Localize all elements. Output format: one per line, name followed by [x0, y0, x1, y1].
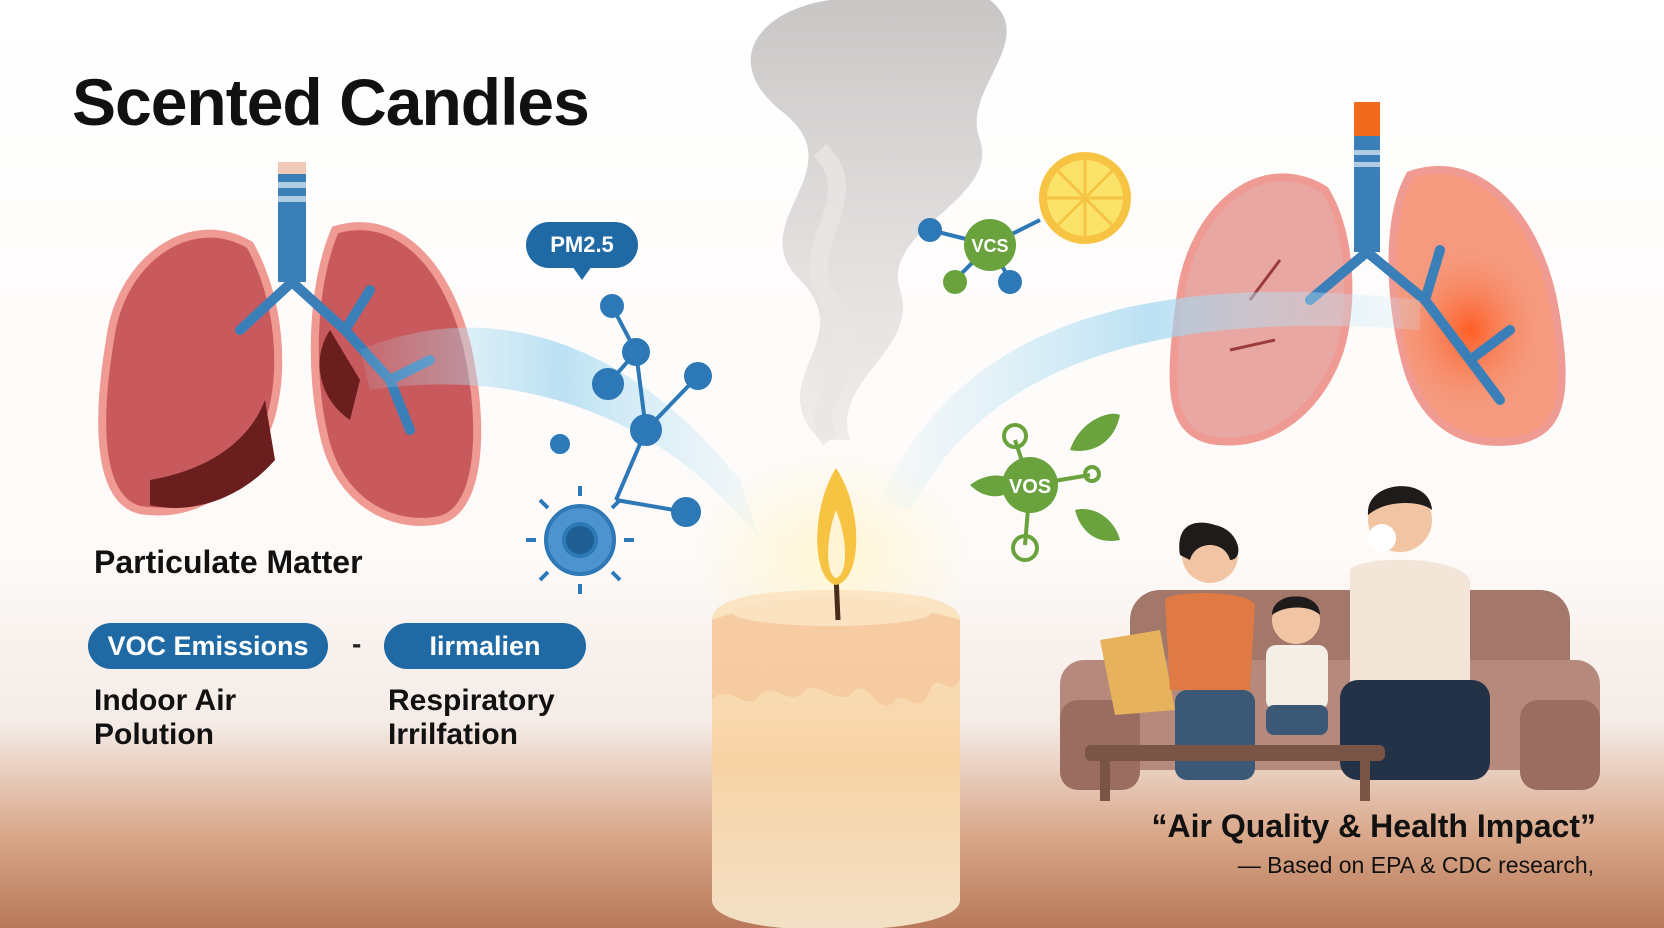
vcs-molecule [918, 218, 1041, 294]
family-on-sofa [1060, 486, 1600, 801]
pill-separator: - [352, 628, 362, 659]
candle [692, 450, 972, 928]
impact-quote: “Air Quality & Health Impact” [1151, 808, 1596, 844]
voc-emissions-pill: VOC Emissions [88, 623, 328, 669]
particulate-matter-label: Particulate Matter [94, 544, 363, 580]
lemon-slice-icon [1039, 152, 1131, 244]
pm-particle-network [544, 294, 712, 576]
page-title: Scented Candles [72, 65, 590, 139]
airflow-left [360, 327, 760, 540]
pm25-bubble: PM2.5 [526, 222, 638, 280]
smoke-plume [750, 0, 1007, 446]
inflamed-lungs [1169, 102, 1566, 446]
vos-molecule [970, 413, 1120, 562]
virus-spikes [526, 486, 634, 594]
limonene-pill: Iirmalien [384, 623, 586, 669]
source-attribution: — Based on EPA & CDC research, [1237, 852, 1594, 878]
airflow-right [880, 291, 1420, 510]
healthy-lungs [98, 162, 482, 526]
indoor-air-pollution-label: Indoor Air Polution [94, 684, 237, 751]
respiratory-irritation-label: Respiratory Irrilfation [388, 684, 555, 751]
